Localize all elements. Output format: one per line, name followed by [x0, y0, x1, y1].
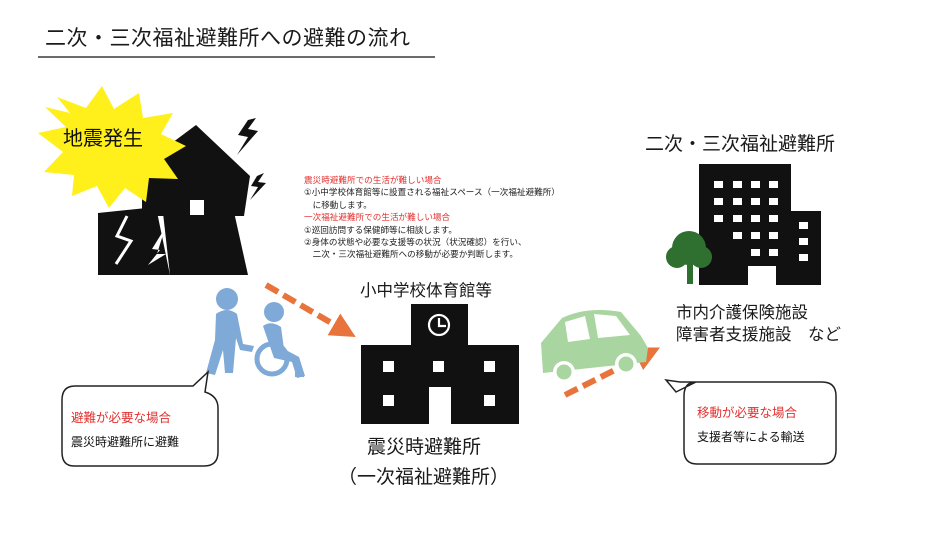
- school-top-label: 小中学校体育館等: [360, 281, 492, 300]
- notes-line-1: ①小中学校体育館等に設置される福祉スペース（一次福祉避難所）: [304, 188, 560, 199]
- notes-block: 震災時避難所での生活が難しい場合 ①小中学校体育館等に設置される福祉スペース（一…: [304, 175, 574, 262]
- school-building-icon: [361, 304, 519, 424]
- collapsed-house-icon: [98, 118, 266, 275]
- notes-line-5: 二次・三次福祉避難所への移動が必要か判断します。: [304, 250, 518, 261]
- speech-bubble-left: [61, 369, 219, 467]
- facility-building-icon: [699, 164, 821, 285]
- arrow-to-school: [264, 282, 356, 338]
- school-label-line2: （一次福祉避難所）: [338, 466, 510, 488]
- earthquake-burst-icon: [38, 86, 186, 208]
- notes-heading-1: 震災時避難所での生活が難しい場合: [304, 176, 442, 186]
- page-title: 二次・三次福祉避難所への避難の流れ: [45, 26, 411, 50]
- school-label-line1: 震災時避難所: [367, 436, 482, 458]
- secondary-shelter-heading: 二次・三次福祉避難所: [645, 133, 836, 155]
- notes-heading-2: 一次福祉避難所での生活が難しい場合: [304, 213, 451, 224]
- wheelchair-assist-icon: [206, 288, 305, 378]
- notes-line-3: ①巡回訪問する保健師等に相談します。: [304, 225, 457, 236]
- bubble-left-title: 避難が必要な場合: [71, 410, 172, 425]
- car-icon: [541, 310, 648, 383]
- tree-icon: [666, 231, 712, 284]
- bubble-right-text: 支援者等による輸送: [697, 430, 805, 444]
- title-underline: [38, 56, 435, 58]
- bubble-left-text: 震災時避難所に避難: [71, 435, 180, 449]
- bubble-right-title: 移動が必要な場合: [697, 405, 798, 420]
- facility-label-line1: 市内介護保険施設: [676, 303, 808, 322]
- notes-line-4: ②身体の状態や必要な支援等の状況（状況確認）を行い、: [304, 238, 527, 249]
- speech-bubble-right: [664, 378, 837, 465]
- notes-line-2: に移動します。: [304, 200, 372, 211]
- facility-label-line2: 障害者支援施設 など: [676, 325, 841, 344]
- earthquake-label: 地震発生: [63, 126, 143, 150]
